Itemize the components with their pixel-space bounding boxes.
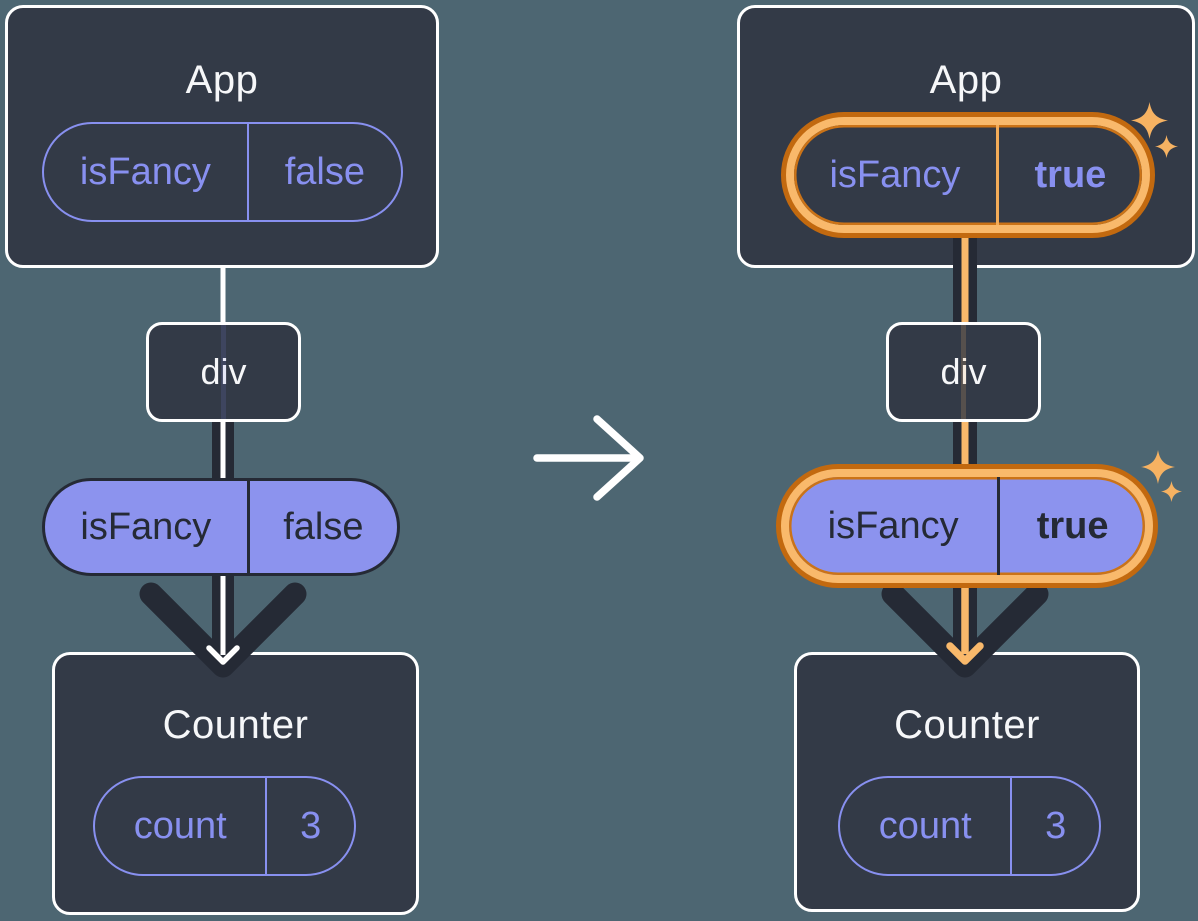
after-div-thru-line — [961, 325, 966, 419]
prop-value: false — [246, 124, 401, 220]
after-count-state-pill: count 3 — [838, 776, 1101, 876]
prop-name: isFancy — [827, 504, 959, 547]
prop-name: isFancy — [829, 153, 961, 196]
before-app-div-edge — [220, 266, 226, 324]
after-div-label: div — [940, 351, 987, 392]
sparkle-icon — [1155, 135, 1178, 158]
prop-value: true — [997, 477, 1145, 575]
prop-value: false — [246, 481, 397, 573]
state-name: count — [133, 804, 227, 847]
sparkle-icon — [1161, 481, 1182, 502]
after-app-prop-pill-highlight: isFancy true — [781, 112, 1155, 238]
after-passed-prop-pill-highlight: isFancy true — [776, 464, 1158, 588]
state-value: 3 — [265, 778, 354, 874]
before-div-thru-line — [221, 325, 226, 419]
before-div-label: div — [200, 351, 247, 392]
sparkle-icon — [1131, 102, 1168, 139]
before-passed-prop-pill: isFancy false — [42, 478, 400, 576]
transition-right-arrow-icon — [533, 415, 644, 501]
before-counter-title: Counter — [162, 703, 309, 747]
prop-value: true — [995, 125, 1142, 225]
state-name: count — [878, 804, 972, 847]
after-counter-card: Counter count 3 — [794, 652, 1140, 912]
before-app-title: App — [185, 58, 259, 102]
before-app-prop-pill: isFancy false — [42, 122, 403, 222]
prop-name: isFancy — [79, 150, 211, 193]
before-counter-card: Counter count 3 — [52, 652, 419, 915]
state-value: 3 — [1010, 778, 1099, 874]
after-div-card: div — [886, 322, 1041, 422]
after-counter-title: Counter — [894, 703, 1040, 747]
prop-name: isFancy — [80, 505, 212, 548]
before-div-card: div — [146, 322, 301, 422]
before-count-state-pill: count 3 — [93, 776, 356, 876]
sparkle-icon — [1141, 450, 1175, 484]
after-app-title: App — [929, 58, 1003, 102]
